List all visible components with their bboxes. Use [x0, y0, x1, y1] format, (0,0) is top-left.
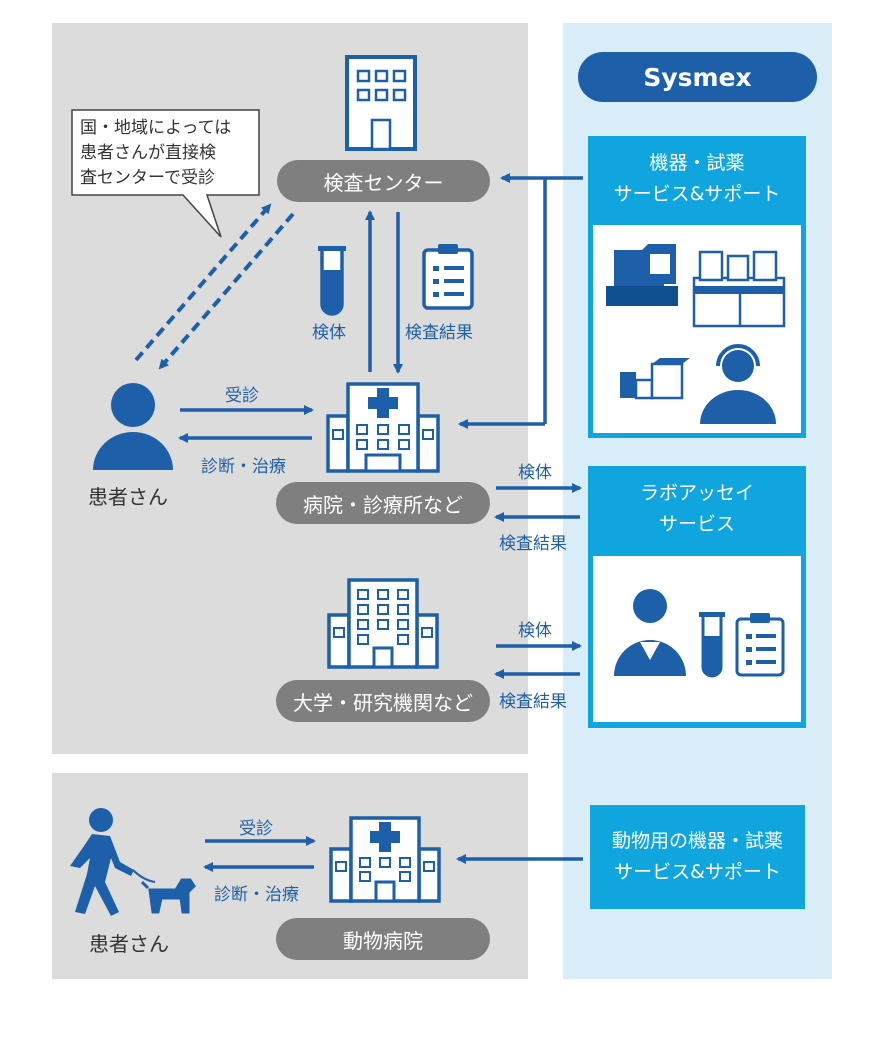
analyzer-instruments-icon [606, 244, 786, 328]
direct-visit-dashed-arrows [134, 203, 295, 370]
test-results-clipboard-icon [422, 244, 474, 310]
callout-line-3: 査センターで受診 [80, 168, 215, 188]
callout-line-1: 国・地域によっては [80, 118, 232, 138]
callout-text: 国・地域によっては 患者さんが直接検 査センターで受診 [80, 116, 231, 191]
hospital-building-icon [326, 382, 440, 473]
lab-center-pill: 検査センター [277, 160, 490, 202]
animal-visit-label: 受診 [239, 819, 273, 839]
support-operator-icon [700, 344, 776, 424]
animal-box-line-2: サービス&サポート [614, 861, 781, 883]
patient-label: 患者さん [88, 485, 168, 509]
sysmex-logo-text: Sysmex [643, 62, 752, 92]
lab-assay-clipboard-icon [735, 613, 785, 677]
animal-diagnosis-label: 診断・治療 [214, 885, 299, 905]
hospital-results-label: 検査結果 [499, 534, 567, 554]
hospital-pill: 病院・診療所など [276, 482, 490, 524]
university-building-icon [327, 578, 439, 669]
lab-assay-tube-icon [699, 612, 725, 678]
instruments-line-2: サービス&サポート [613, 183, 781, 205]
callout-line-2: 患者さんが直接検 [80, 143, 216, 163]
hospital-specimen-label: 検体 [518, 463, 552, 483]
animal-box-line-1: 動物用の機器・試薬 [611, 830, 783, 852]
specimen-up-label: 検体 [312, 323, 346, 343]
sysmex-animal-box: 動物用の機器・試薬 サービス&サポート [590, 805, 805, 909]
person-walking-dog-icon [70, 808, 196, 916]
specimen-tube-icon [318, 246, 346, 316]
patient-person-icon [93, 383, 173, 470]
visit-label: 受診 [225, 386, 259, 406]
lab-assay-line-2: サービス [658, 513, 735, 535]
reagents-icon [620, 358, 690, 400]
callout-box [71, 109, 260, 238]
results-down-label: 検査結果 [405, 323, 473, 343]
sysmex-badge: Sysmex [578, 52, 817, 102]
university-results-label: 検査結果 [499, 692, 567, 712]
animal-patient-label: 患者さん [89, 932, 169, 956]
lab-assay-line-1: ラボアッセイ [639, 482, 754, 504]
diagnosis-label: 診断・治療 [201, 457, 286, 477]
university-pill: 大学・研究機関など [276, 680, 490, 722]
university-specimen-label: 検体 [518, 621, 552, 641]
instruments-line-1: 機器・試薬 [649, 152, 745, 174]
lab-technician-icon [614, 589, 686, 676]
animal-hospital-building-icon [329, 816, 441, 903]
lab-center-building-icon [345, 55, 417, 151]
animal-hospital-pill: 動物病院 [276, 918, 490, 960]
